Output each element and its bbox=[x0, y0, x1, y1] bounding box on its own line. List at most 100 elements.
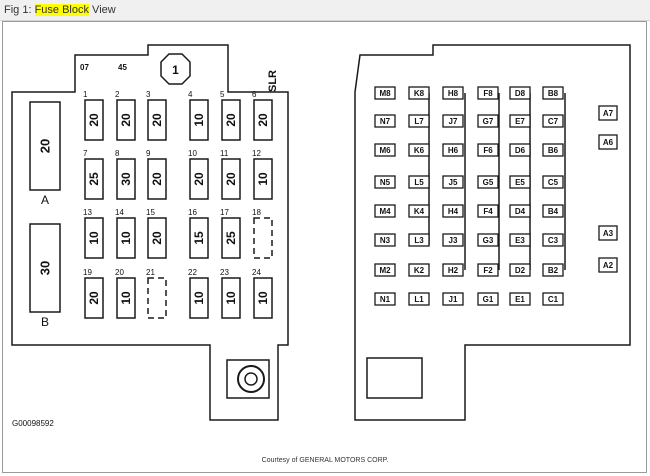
fuse-slot-8: 830 bbox=[115, 149, 136, 200]
terminal-box bbox=[374, 204, 396, 218]
fuse-rating: 20 bbox=[224, 113, 238, 127]
terminal-box bbox=[408, 263, 430, 277]
big-fuse-label: A bbox=[41, 193, 49, 207]
fuse-slot-18: 18 bbox=[252, 208, 273, 259]
terminal-J3: J3 bbox=[442, 233, 464, 247]
fuse-rating: 20 bbox=[150, 231, 164, 245]
fuse-rating: 10 bbox=[256, 291, 270, 305]
terminal-box bbox=[542, 233, 564, 247]
terminal-H6: H6 bbox=[442, 143, 464, 157]
terminal-label: E3 bbox=[515, 236, 525, 245]
terminal-box bbox=[408, 86, 430, 100]
terminal-A3: A3 bbox=[598, 225, 618, 241]
fuse-number: 15 bbox=[146, 208, 155, 217]
terminal-label: J7 bbox=[449, 117, 458, 126]
terminal-label: L7 bbox=[414, 117, 424, 126]
terminal-label: A7 bbox=[603, 109, 614, 118]
fuse-number: 5 bbox=[220, 90, 225, 99]
terminal-box bbox=[442, 114, 464, 128]
terminal-label: F8 bbox=[483, 89, 493, 98]
terminal-D4: D4 bbox=[509, 204, 531, 218]
fuse-body bbox=[221, 99, 241, 141]
terminal-label: J3 bbox=[449, 236, 458, 245]
terminal-label: A2 bbox=[603, 261, 614, 270]
terminal-label: H8 bbox=[448, 89, 459, 98]
fuse-body bbox=[116, 158, 136, 200]
terminal-B8: B8 bbox=[542, 86, 564, 100]
terminal-box bbox=[442, 292, 464, 306]
terminal-box bbox=[408, 233, 430, 247]
fuse-rating: 20 bbox=[224, 172, 238, 186]
terminal-box bbox=[477, 114, 499, 128]
fuse-number: 21 bbox=[146, 268, 155, 277]
fuse-body bbox=[221, 217, 241, 259]
terminal-L1: L1 bbox=[408, 292, 430, 306]
terminal-N7: N7 bbox=[374, 114, 396, 128]
terminal-box bbox=[509, 263, 531, 277]
terminal-L5: L5 bbox=[408, 175, 430, 189]
fuse-body bbox=[189, 99, 209, 141]
rotary-clip-center bbox=[244, 372, 258, 386]
fuse-number: 9 bbox=[146, 149, 151, 158]
fuse-slot-3: 320 bbox=[146, 90, 167, 141]
relay-1-hex bbox=[160, 53, 191, 85]
terminal-box bbox=[542, 86, 564, 100]
fuse-slot-2: 220 bbox=[115, 90, 136, 141]
terminal-label: D4 bbox=[515, 207, 526, 216]
terminal-F6: F6 bbox=[477, 143, 499, 157]
terminal-label: M8 bbox=[379, 89, 391, 98]
terminal-F4: F4 bbox=[477, 204, 499, 218]
terminal-label: G7 bbox=[483, 117, 494, 126]
terminal-label: A6 bbox=[603, 138, 614, 147]
fuse-slot-9: 9 20 bbox=[146, 149, 167, 200]
terminal-G7: G7 bbox=[477, 114, 499, 128]
terminal-G5: G5 bbox=[477, 175, 499, 189]
terminal-label: H6 bbox=[448, 146, 459, 155]
terminal-box bbox=[408, 143, 430, 157]
terminal-B6: B6 bbox=[542, 143, 564, 157]
terminal-label: G1 bbox=[483, 295, 494, 304]
fuse-rating: 10 bbox=[224, 291, 238, 305]
terminal-label: H4 bbox=[448, 207, 459, 216]
relay-1-label: 1 bbox=[172, 63, 179, 77]
terminal-M8: M8 bbox=[374, 86, 396, 100]
terminal-label: H2 bbox=[448, 266, 459, 275]
terminal-box bbox=[542, 175, 564, 189]
fuse-number: 8 bbox=[115, 149, 120, 158]
figure-frame bbox=[2, 21, 647, 473]
fuse-rating: 25 bbox=[224, 231, 238, 245]
terminal-box bbox=[442, 263, 464, 277]
terminal-box bbox=[509, 204, 531, 218]
fuse-body bbox=[253, 158, 273, 200]
terminal-F2: F2 bbox=[477, 263, 499, 277]
fuse-body bbox=[116, 277, 136, 319]
fuse-slot-1: 120 bbox=[83, 90, 104, 141]
terminal-D6: D6 bbox=[509, 143, 531, 157]
terminal-D8: D8 bbox=[509, 86, 531, 100]
terminal-label: K8 bbox=[414, 89, 425, 98]
fuse-rating: 20 bbox=[192, 172, 206, 186]
terminal-box bbox=[374, 86, 396, 100]
fuse-body bbox=[221, 158, 241, 200]
terminal-box bbox=[542, 263, 564, 277]
terminal-label: B6 bbox=[548, 146, 559, 155]
terminal-label: J5 bbox=[449, 178, 458, 187]
terminal-label: A3 bbox=[603, 229, 614, 238]
terminal-F8: F8 bbox=[477, 86, 499, 100]
terminal-N5: N5 bbox=[374, 175, 396, 189]
terminal-label: K6 bbox=[414, 146, 425, 155]
fuse-slot-21: 21 bbox=[146, 268, 167, 319]
terminal-label: K4 bbox=[414, 207, 425, 216]
fuse-rating: 20 bbox=[150, 172, 164, 186]
rotary-clip-ring bbox=[237, 365, 265, 393]
terminal-label: E7 bbox=[515, 117, 525, 126]
terminal-box bbox=[374, 143, 396, 157]
terminal-label: L3 bbox=[414, 236, 424, 245]
terminal-label: B2 bbox=[548, 266, 559, 275]
terminal-label: F6 bbox=[483, 146, 493, 155]
